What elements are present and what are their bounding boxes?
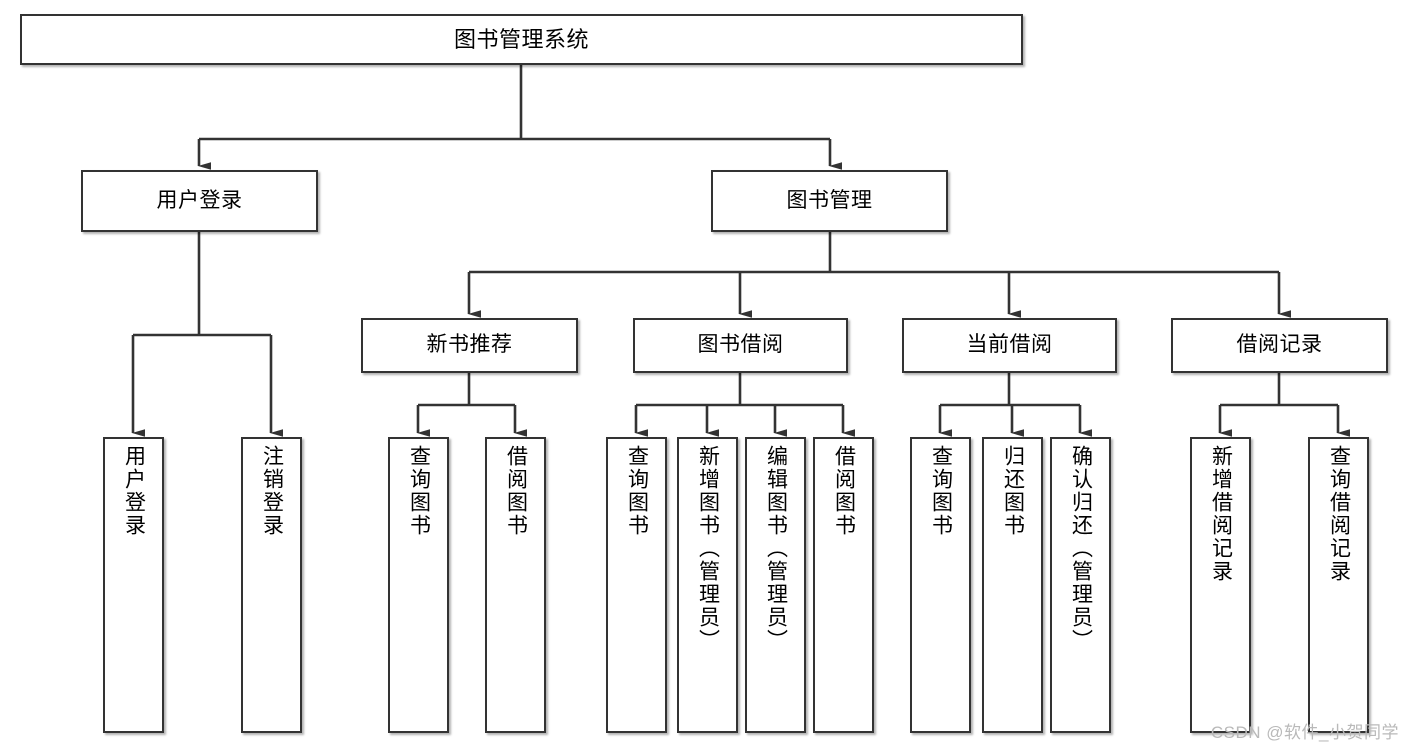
node-user-login-label: 用户登录: [156, 188, 243, 212]
node-borrow-record[interactable]: 借阅记录: [1171, 318, 1388, 373]
node-leaf-logout[interactable]: 注销登录: [241, 437, 302, 733]
node-leaf-borrow-book-1[interactable]: 借阅图书: [485, 437, 546, 733]
node-root-label: 图书管理系统: [453, 26, 589, 52]
node-leaf-borrow-book-1-label: 借阅图书: [504, 445, 528, 537]
node-new-book-recommend[interactable]: 新书推荐: [361, 318, 578, 373]
node-new-book-recommend-label: 新书推荐: [426, 333, 513, 357]
node-current-borrow[interactable]: 当前借阅: [902, 318, 1117, 373]
node-leaf-user-login-label: 用户登录: [122, 445, 146, 537]
node-book-borrow[interactable]: 图书借阅: [633, 318, 848, 373]
node-borrow-record-label: 借阅记录: [1236, 333, 1323, 357]
node-leaf-query-book-2-label: 查询图书: [625, 445, 649, 537]
node-leaf-add-record[interactable]: 新增借阅记录: [1190, 437, 1251, 733]
node-leaf-return-book[interactable]: 归还图书: [982, 437, 1043, 733]
csdn-watermark: CSDN @软件_小贺同学: [1210, 723, 1399, 742]
node-user-login[interactable]: 用户登录: [81, 170, 318, 232]
node-leaf-confirm-return-label: 确认归还（管理员）: [1069, 445, 1093, 652]
node-leaf-confirm-return[interactable]: 确认归还（管理员）: [1050, 437, 1111, 733]
node-book-manage[interactable]: 图书管理: [711, 170, 948, 232]
node-leaf-logout-label: 注销登录: [260, 445, 284, 537]
node-leaf-query-book-1[interactable]: 查询图书: [388, 437, 449, 733]
node-leaf-edit-book[interactable]: 编辑图书（管理员）: [745, 437, 806, 733]
node-book-borrow-label: 图书借阅: [697, 333, 784, 357]
node-leaf-query-book-3-label: 查询图书: [929, 445, 953, 537]
node-leaf-query-book-1-label: 查询图书: [407, 445, 431, 537]
node-leaf-edit-book-label: 编辑图书（管理员）: [764, 445, 788, 652]
node-leaf-query-record[interactable]: 查询借阅记录: [1308, 437, 1369, 733]
node-leaf-add-book-label: 新增图书（管理员）: [696, 445, 720, 652]
node-leaf-borrow-book-2-label: 借阅图书: [832, 445, 856, 537]
node-leaf-add-book[interactable]: 新增图书（管理员）: [677, 437, 738, 733]
node-book-manage-label: 图书管理: [786, 188, 873, 212]
node-leaf-query-book-2[interactable]: 查询图书: [606, 437, 667, 733]
node-leaf-query-book-3[interactable]: 查询图书: [910, 437, 971, 733]
node-current-borrow-label: 当前借阅: [966, 333, 1053, 357]
node-leaf-user-login[interactable]: 用户登录: [103, 437, 164, 733]
node-leaf-return-book-label: 归还图书: [1001, 445, 1025, 537]
node-leaf-query-record-label: 查询借阅记录: [1327, 445, 1351, 583]
node-leaf-borrow-book-2[interactable]: 借阅图书: [813, 437, 874, 733]
node-leaf-add-record-label: 新增借阅记录: [1209, 445, 1233, 583]
node-root[interactable]: 图书管理系统: [20, 14, 1023, 65]
